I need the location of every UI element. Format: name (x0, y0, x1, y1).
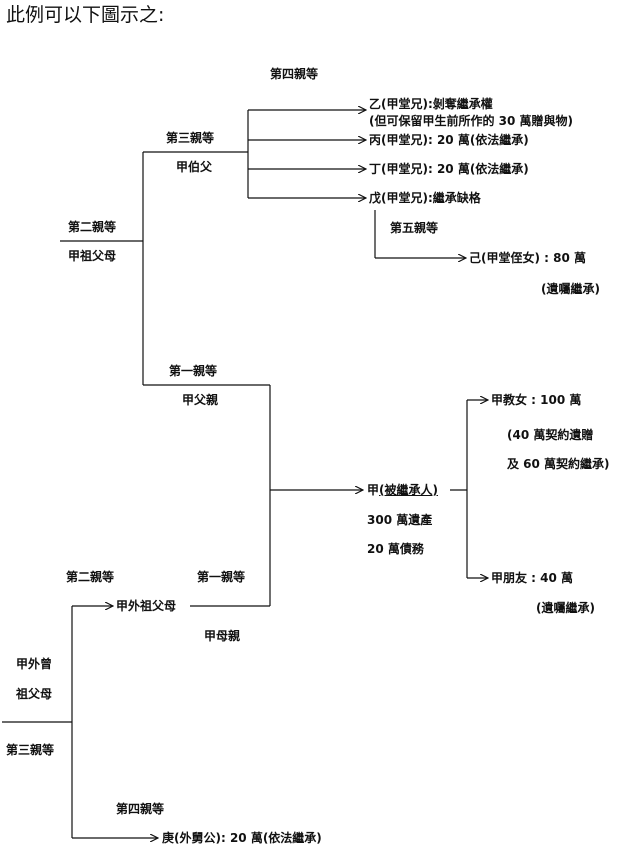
decedent-label: (被繼承人) (379, 483, 438, 497)
goddaughter-note-2: 及 60 萬契約繼承) (507, 457, 610, 471)
label-fifth-degree: 第五親等 (390, 221, 439, 235)
label-paternal-grandparents: 甲祖父母 (68, 249, 117, 263)
cousin-ding: 丁(甲堂兄): 20 萬(依法繼承) (369, 162, 529, 176)
label-great-grandparents-2: 祖父母 (16, 687, 53, 701)
label-third-degree-bottom: 第三親等 (6, 743, 55, 757)
label-second-degree-lower: 第二親等 (66, 570, 115, 584)
cousin-bing: 丙(甲堂兄): 20 萬(依法繼承) (369, 133, 529, 147)
beneficiary-friend: 甲朋友 : 40 萬 (491, 571, 574, 585)
label-fourth-degree-bottom: 第四親等 (116, 802, 165, 816)
label-uncle: 甲伯父 (176, 160, 213, 174)
label-first-degree-upper: 第一親等 (169, 364, 218, 378)
label-second-degree-left: 第二親等 (68, 220, 117, 234)
label-fourth-degree-top: 第四親等 (270, 67, 319, 81)
decedent-estate: 300 萬遺產 (367, 513, 433, 527)
label-maternal-grandparents: 甲外祖父母 (116, 599, 177, 613)
cousin-wu: 戊(甲堂兄):繼承缺格 (369, 191, 481, 205)
relative-ji: 己(甲堂侄女) : 80 萬 (469, 251, 587, 265)
relative-geng: 庚(外舅公): 20 萬(依法繼承) (162, 831, 322, 845)
goddaughter-note-1: (40 萬契約遺贈 (507, 428, 594, 442)
decedent-name: 甲(被繼承人) (367, 483, 438, 497)
cousin-yi: 乙(甲堂兄):剝奪繼承權 (369, 97, 493, 111)
cousin-yi-note: (但可保留甲生前所作的 30 萬贈與物) (369, 114, 574, 128)
label-father: 甲父親 (182, 393, 219, 407)
friend-note: (遺囑繼承) (536, 601, 595, 615)
relative-ji-note: (遺囑繼承) (541, 282, 600, 296)
label-mother: 甲母親 (204, 629, 241, 643)
label-great-grandparents-1: 甲外曾 (16, 657, 53, 671)
beneficiary-goddaughter: 甲教女 : 100 萬 (491, 393, 582, 407)
label-third-degree-top: 第三親等 (166, 131, 215, 145)
decedent-debt: 20 萬債務 (367, 542, 424, 556)
label-first-degree-lower: 第一親等 (197, 570, 246, 584)
page-title: 此例可以下圖示之: (6, 4, 165, 26)
decedent-prefix: 甲 (367, 483, 380, 497)
